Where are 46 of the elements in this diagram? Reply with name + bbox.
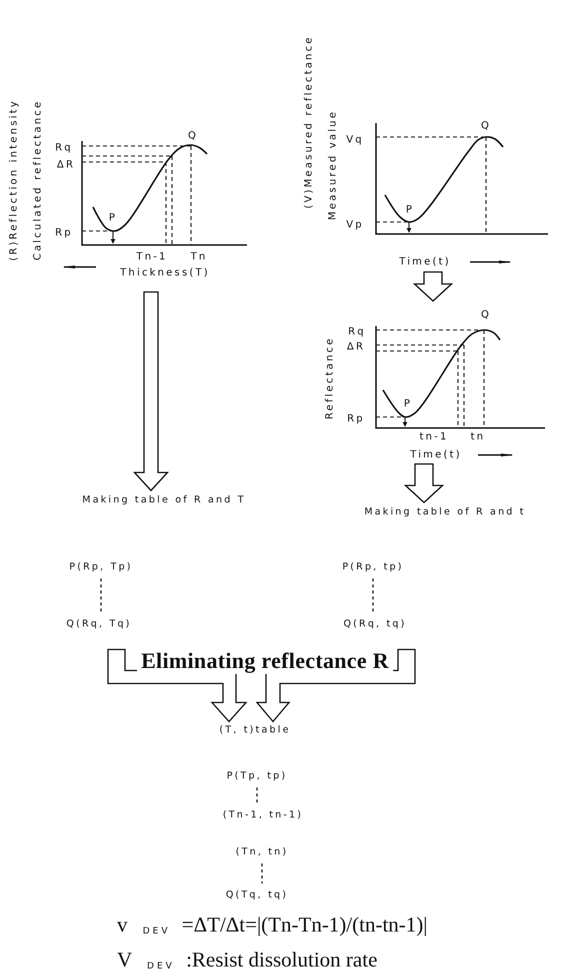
formula-text: v $_{DEV}$ =ΔT/Δt=|(Tn-Tn-1)/(tn-tn-1)| bbox=[117, 912, 428, 938]
axis-tick-label: Vp bbox=[346, 220, 364, 230]
axis-title: Time(t) bbox=[410, 450, 462, 460]
coordinate-entry: Q(Tq, tq) bbox=[226, 890, 288, 900]
coordinate-entry: (Tn, tn) bbox=[236, 846, 288, 858]
axis-title: (V)Measured reflectance bbox=[304, 35, 314, 209]
point-label: Q bbox=[188, 130, 198, 142]
coordinate-entry: (Tn-1, tn-1) bbox=[222, 810, 304, 820]
coordinate-entry: P(Tp, tp) bbox=[226, 770, 288, 782]
hollow-arrow bbox=[133, 291, 169, 492]
point-label: Q bbox=[480, 310, 492, 320]
coordinate-entry: Q(Rq, Tq) bbox=[66, 618, 132, 630]
axis-tick-label: Rq bbox=[348, 326, 366, 338]
coordinate-entry: P(Rp, Tp) bbox=[69, 562, 133, 572]
axis-tick-label: ΔR bbox=[346, 342, 366, 352]
point-label: P bbox=[406, 204, 414, 216]
coordinate-entry: P(Rp, tp) bbox=[342, 562, 404, 572]
dashed-line bbox=[261, 864, 263, 884]
table-heading: (T, t)table bbox=[219, 724, 291, 736]
axis-tick-label: ΔR bbox=[56, 160, 76, 170]
axis-title: Reflectance bbox=[324, 336, 336, 420]
dashed-line bbox=[256, 788, 258, 804]
axis-title: Measured value bbox=[328, 110, 338, 220]
dashed-line bbox=[100, 578, 102, 612]
axis-tick-label: Rp bbox=[55, 228, 73, 238]
axis-title: Calculated reflectance bbox=[32, 100, 44, 260]
axis-tick-label: tn bbox=[470, 432, 486, 442]
dashed-line bbox=[372, 578, 374, 612]
axis-tick-label: tn-1 bbox=[419, 432, 449, 442]
point-label: Q bbox=[480, 120, 492, 132]
hollow-arrow bbox=[404, 463, 444, 504]
coordinate-entry: Q(Rq, tq) bbox=[343, 618, 407, 630]
axis-tick-label: Tn-1 bbox=[136, 252, 168, 262]
axis-title: Thickness(T) bbox=[120, 268, 210, 278]
table-heading: Making table of R and t bbox=[364, 506, 526, 518]
axis-title: Time(t) bbox=[399, 256, 451, 268]
axis-tick-label: Vq bbox=[346, 134, 364, 146]
axis-tick-label: Tn bbox=[190, 252, 208, 262]
point-label: P bbox=[108, 212, 118, 224]
formula-text: V $_{DEV}$ :Resist dissolution rate bbox=[117, 948, 378, 972]
hollow-arrow bbox=[412, 271, 454, 302]
axis-title: (R)Reflection intensity bbox=[8, 99, 20, 261]
point-label: P bbox=[404, 398, 412, 410]
axis-tick-label: Rq bbox=[55, 142, 73, 154]
table-heading: Making table of R and T bbox=[82, 494, 246, 506]
axis-tick-label: Rp bbox=[347, 414, 365, 424]
